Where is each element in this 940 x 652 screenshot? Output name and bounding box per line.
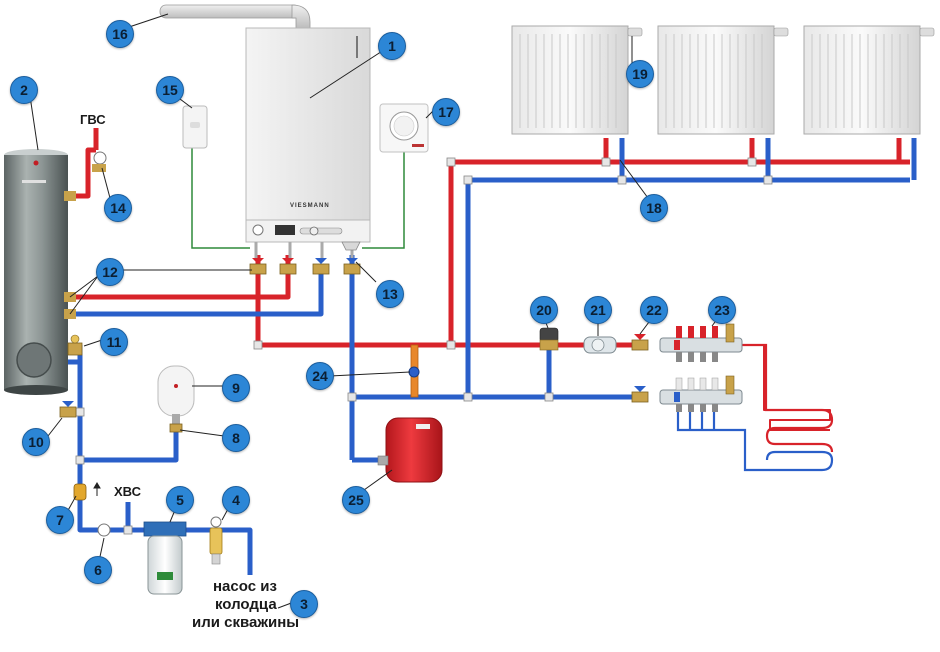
valve-14 xyxy=(92,151,107,172)
callout-1: 1 xyxy=(378,32,406,60)
callout-12: 12 xyxy=(96,258,124,286)
callout-4: 4 xyxy=(222,486,250,514)
valve-8 xyxy=(169,423,183,433)
callout-19: 19 xyxy=(626,60,654,88)
expansion-tank-dhw xyxy=(157,365,195,424)
valve-12b xyxy=(279,258,297,275)
callout-5: 5 xyxy=(166,486,194,514)
callout-8: 8 xyxy=(222,424,250,452)
radiator-3 xyxy=(803,25,935,135)
gas-boiler xyxy=(245,27,371,262)
callout-20: 20 xyxy=(530,296,558,324)
floor-hot-loop xyxy=(730,343,834,453)
callout-13: 13 xyxy=(376,280,404,308)
radiator-2 xyxy=(657,25,789,135)
callout-6: 6 xyxy=(84,556,112,584)
label-hot-water: ГВС xyxy=(80,112,106,127)
callout-9: 9 xyxy=(222,374,250,402)
circulation-pump-21 xyxy=(583,336,617,354)
callout-17: 17 xyxy=(432,98,460,126)
callout-23: 23 xyxy=(708,296,736,324)
floor-manifold xyxy=(659,323,743,412)
label-pump-note-2: колодца xyxy=(215,596,277,613)
callout-7: 7 xyxy=(46,506,74,534)
callout-21: 21 xyxy=(584,296,612,324)
callout-22: 22 xyxy=(640,296,668,324)
outdoor-sensor xyxy=(182,105,208,149)
callout-2: 2 xyxy=(10,76,38,104)
pipe-fittings xyxy=(75,157,773,535)
callout-18: 18 xyxy=(640,194,668,222)
bypass-24 xyxy=(408,344,420,398)
valve-22b xyxy=(631,386,649,403)
callout-24: 24 xyxy=(306,362,334,390)
valve-10 xyxy=(59,401,77,418)
flow-arrow xyxy=(93,482,101,496)
water-heater-tank xyxy=(4,149,68,395)
label-pump-note-3: или скважины xyxy=(192,614,300,631)
valve-22 xyxy=(631,334,649,351)
label-pump-note-1: насос из xyxy=(213,578,277,595)
callout-3: 3 xyxy=(290,590,318,618)
callout-15: 15 xyxy=(156,76,184,104)
callout-25: 25 xyxy=(342,486,370,514)
callout-14: 14 xyxy=(104,194,132,222)
flue-pipe xyxy=(159,4,311,29)
valve-7 xyxy=(73,483,87,501)
mixing-valve-20 xyxy=(539,327,559,351)
radiators xyxy=(511,25,935,135)
expansion-tank-heating xyxy=(377,417,443,483)
valve-12a xyxy=(249,258,267,275)
floor-cold-loop xyxy=(676,410,834,472)
radiator-1 xyxy=(511,25,643,135)
callout-11: 11 xyxy=(100,328,128,356)
valve-13 xyxy=(343,258,361,275)
gauge-6 xyxy=(97,523,111,537)
control-wires xyxy=(191,148,405,249)
water-filter xyxy=(143,521,187,595)
cold-pipes xyxy=(68,138,917,575)
callout-10: 10 xyxy=(22,428,50,456)
valve-12c xyxy=(312,258,330,275)
valve-11 xyxy=(67,334,83,356)
callout-16: 16 xyxy=(106,20,134,48)
boiler-brand: VIESMANN xyxy=(290,203,330,209)
room-thermostat xyxy=(379,103,429,153)
label-cold-water: ХВС xyxy=(114,484,141,499)
valve-dhw-out xyxy=(64,191,76,201)
mesh-filter xyxy=(209,516,223,565)
